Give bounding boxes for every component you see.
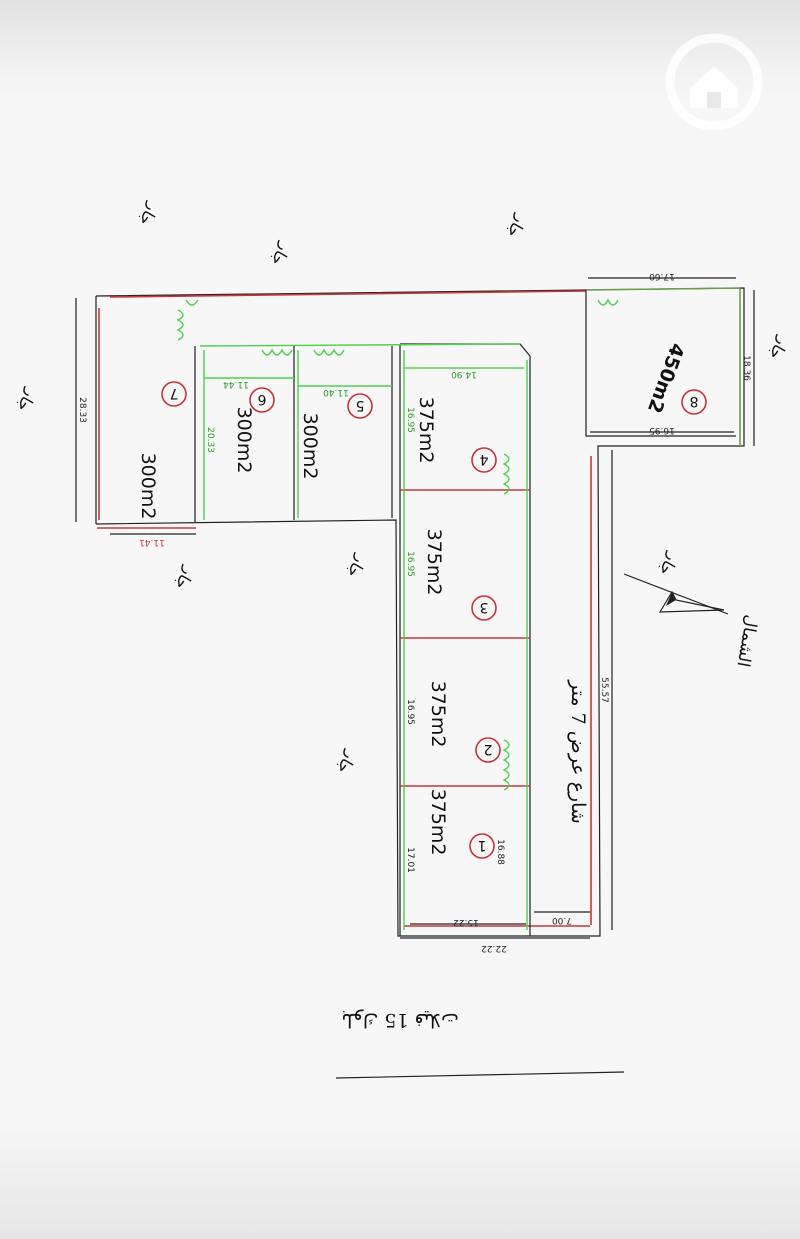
- plot-number-markers: 1 2 3 4 5 6 7 8: [161, 381, 707, 859]
- circle-number-marker: [161, 381, 187, 407]
- dim-plot6-side: 20.33: [205, 427, 215, 453]
- circle-number-marker: [249, 387, 275, 413]
- plot-1-number: 1: [478, 837, 487, 853]
- plot-5-area: 300m2: [299, 413, 321, 480]
- dim-street-length: 55.57: [599, 677, 609, 703]
- circle-number-marker: [471, 447, 497, 473]
- north-label: الشمال: [733, 613, 762, 668]
- dim-top-right: 17.60: [649, 271, 675, 281]
- plot-7-area: 300m2: [137, 453, 159, 520]
- dim-plot2-side: 16.95: [405, 699, 415, 725]
- neighbor-labels: جار جار جار جار جار جار جار جار جار: [13, 199, 793, 777]
- neighbor-label: جار: [765, 333, 793, 363]
- home-watermark-icon: [665, 33, 763, 130]
- plot-6-number: 6: [257, 391, 266, 407]
- plot-5-number: 5: [356, 397, 365, 413]
- dimension-lines: [75, 277, 755, 939]
- circle-number-marker: [475, 737, 501, 763]
- dim-plot8-bottom: 16.95: [649, 425, 675, 435]
- neighbor-label: جار: [655, 549, 683, 579]
- plot-green-outlines: [176, 298, 619, 930]
- neighbor-label: جار: [13, 385, 41, 415]
- dim-plot4-width: 14.90: [451, 369, 477, 379]
- plot-4-area: 375m2: [415, 397, 437, 464]
- site-boundary: [95, 287, 745, 937]
- circle-number-marker: [681, 389, 707, 415]
- street-label: شارع عرض 7 متر: [567, 679, 589, 824]
- plot-2-area: 375m2: [427, 681, 449, 748]
- plot-3-area: 375m2: [423, 529, 445, 596]
- dim-plot1-bottom: 15.22: [453, 917, 479, 927]
- dim-plot5-width: 11.40: [323, 387, 349, 397]
- dim-right-side: 18.36: [741, 355, 751, 381]
- plot-1-area: 375m2: [427, 789, 449, 856]
- plot-6-area: 300m2: [233, 407, 255, 474]
- plot-3-number: 3: [480, 599, 489, 615]
- dim-plot3-side: 16.95: [405, 551, 415, 577]
- neighbor-label: جار: [503, 211, 531, 241]
- dim-left-side: 28.33: [77, 397, 87, 423]
- dimension-texts: 17.60 18.36 16.95 55.57 28.33 11.41 11.4…: [77, 271, 751, 953]
- dim-street-width: 7.00: [552, 915, 572, 925]
- north-arrow-icon: [623, 573, 729, 615]
- neighbor-label: جار: [267, 239, 295, 269]
- block-underline: [335, 1071, 625, 1079]
- dim-plot1-side: 17.01: [405, 847, 415, 873]
- dim-plot1-right: 16.88: [495, 839, 505, 865]
- plot-8-number: 8: [690, 393, 699, 409]
- circle-number-marker: [469, 833, 495, 859]
- dim-total-bottom: 22.22: [481, 943, 507, 953]
- plot-2-number: 2: [484, 741, 493, 757]
- bottom-shade: [0, 1119, 800, 1239]
- neighbor-label: جار: [333, 747, 361, 777]
- dim-plot6-width: 11.44: [223, 379, 249, 389]
- plot-7-number: 7: [170, 385, 179, 401]
- circle-number-marker: [471, 595, 497, 621]
- neighbor-label: جار: [171, 563, 199, 593]
- plot-4-number: 4: [479, 451, 488, 467]
- dim-plot4-side: 16.95: [405, 407, 415, 433]
- neighbor-label: جار: [343, 551, 371, 581]
- neighbor-label: جار: [135, 199, 163, 229]
- block-label: بلوك 15 فيلات: [341, 1009, 458, 1031]
- circle-number-marker: [347, 393, 373, 419]
- dim-bottom-left: 11.41: [139, 537, 165, 547]
